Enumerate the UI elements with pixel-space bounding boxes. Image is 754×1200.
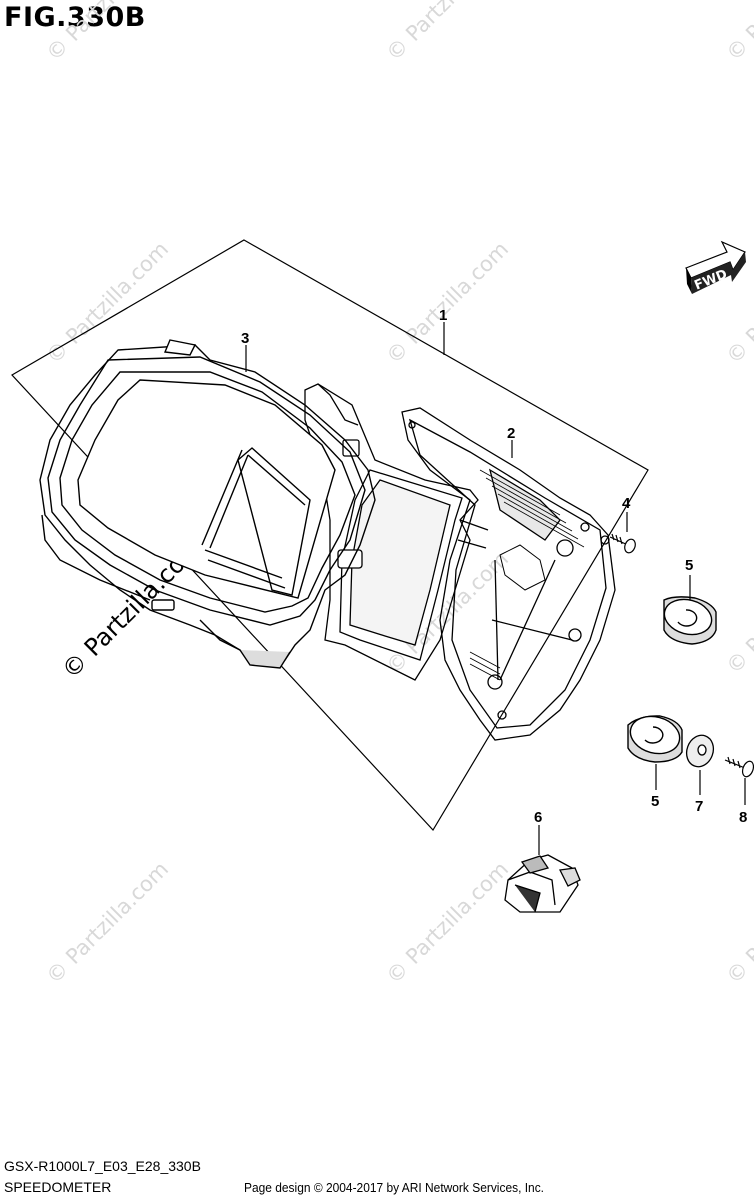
watermark: © Partzilla.com [42, 857, 174, 989]
callout-4: 4 [622, 495, 631, 512]
callout-8: 8 [739, 809, 747, 826]
watermark: © Partzilla.com [42, 0, 174, 66]
fwd-arrow-icon: FWD [685, 240, 746, 294]
leader-lines [245, 322, 746, 855]
callout-5-upper: 5 [685, 557, 693, 574]
page-credit: Page design © 2004-2017 by ARI Network S… [244, 1180, 545, 1195]
callout-3: 3 [241, 330, 249, 347]
front-cover [39, 339, 376, 669]
rear-case [401, 407, 616, 741]
watermark: © Partzilla.com [722, 547, 754, 679]
callout-1: 1 [439, 307, 447, 324]
figure-title: FIG.330B [4, 2, 146, 33]
callout-5-lower: 5 [651, 793, 659, 810]
callout-7: 7 [695, 798, 703, 815]
model-code: GSX-R1000L7_E03_E28_330B [4, 1158, 201, 1174]
callout-6: 6 [534, 809, 542, 826]
screw-4 [609, 533, 636, 554]
grommet-5-upper [663, 596, 717, 645]
connector-6 [504, 854, 581, 913]
watermark: © Partzilla.com [722, 0, 754, 66]
grommet-5-lower [627, 715, 683, 763]
watermark: © Partzilla.com [382, 0, 514, 66]
callout-2: 2 [507, 425, 515, 442]
screw-8 [724, 756, 754, 778]
watermark: © Partzilla.com [382, 237, 514, 369]
watermark: © Partzilla.com [382, 857, 514, 989]
assembly-outline [11, 239, 649, 831]
washer-7 [685, 734, 715, 768]
watermark: © Partzilla.com [42, 237, 174, 369]
section-name: SPEEDOMETER [4, 1179, 112, 1195]
watermark: © Partzilla.com [722, 857, 754, 989]
